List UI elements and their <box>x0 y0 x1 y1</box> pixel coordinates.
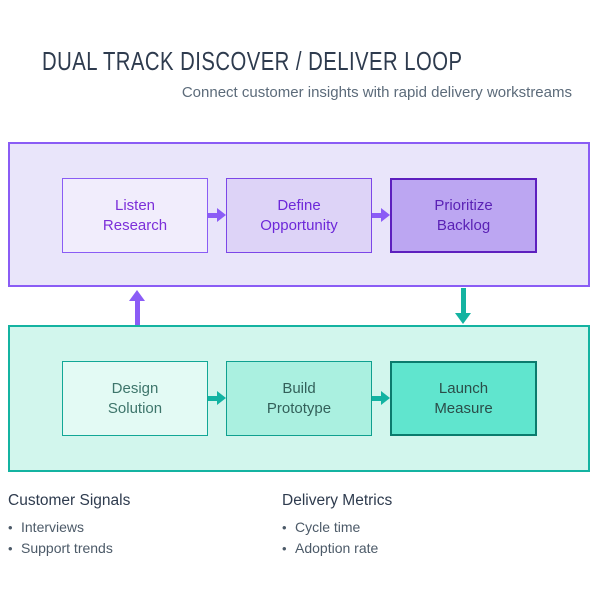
list-item: • Cycle time <box>282 517 392 538</box>
arrow-right-icon <box>208 391 226 405</box>
list-item: • Adoption rate <box>282 538 392 559</box>
list-item-label: Support trends <box>21 540 113 556</box>
node-design-solution: Design Solution <box>62 361 208 436</box>
delivery-metrics-section: Delivery Metrics • Cycle time • Adoption… <box>282 491 392 559</box>
node-define-opportunity: Define Opportunity <box>226 178 372 253</box>
node-label-line2: Opportunity <box>260 216 338 234</box>
arrow-head <box>129 290 145 301</box>
list-item-label: Adoption rate <box>295 540 379 556</box>
node-launch-measure: Launch Measure <box>390 361 537 436</box>
arrow-down-icon <box>455 288 471 324</box>
node-label-line1: Prioritize <box>434 196 493 214</box>
page-title: DUAL TRACK DISCOVER / DELIVER LOOP <box>42 46 463 76</box>
node-label-line2: Prototype <box>266 399 332 417</box>
arrow-shaft <box>134 300 140 325</box>
node-label-line1: Listen <box>114 196 156 214</box>
section-heading: Customer Signals <box>8 492 131 509</box>
arrow-head <box>217 208 226 222</box>
node-label-line2: Backlog <box>436 216 491 234</box>
page-subtitle: Connect customer insights with rapid del… <box>181 84 572 101</box>
arrow-head <box>381 208 390 222</box>
arrow-right-icon <box>372 391 390 405</box>
arrow-head <box>381 391 390 405</box>
arrow-shaft <box>460 288 466 314</box>
arrow-shaft <box>208 212 218 218</box>
node-prioritize-backlog: Prioritize Backlog <box>390 178 537 253</box>
node-label-line1: Design <box>111 379 159 397</box>
list-item: • Interviews <box>8 517 130 538</box>
arrow-shaft <box>372 212 382 218</box>
arrow-shaft <box>372 395 382 401</box>
arrow-shaft <box>208 395 218 401</box>
node-label-line1: Build <box>282 379 316 397</box>
node-listen-research: Listen Research <box>62 178 208 253</box>
arrow-up-icon <box>129 290 145 325</box>
node-label-line1: Launch <box>438 379 489 397</box>
discover-track-container: Listen Research Define Opportunity Prior… <box>8 142 590 287</box>
arrow-head <box>217 391 226 405</box>
node-build-prototype: Build Prototype <box>226 361 372 436</box>
node-label-line2: Research <box>102 216 168 234</box>
arrow-head <box>455 313 471 324</box>
node-label-line1: Define <box>277 196 321 214</box>
node-label-line2: Solution <box>107 399 163 417</box>
customer-signals-section: Customer Signals • Interviews • Support … <box>8 491 130 559</box>
bullet-icon: • <box>282 520 287 535</box>
arrow-right-icon <box>372 208 390 222</box>
arrow-right-icon <box>208 208 226 222</box>
list-item-label: Cycle time <box>295 519 361 535</box>
list-item: • Support trends <box>8 538 130 559</box>
section-heading: Delivery Metrics <box>282 492 393 509</box>
deliver-track-container: Design Solution Build Prototype Launch M… <box>8 325 590 472</box>
bullet-icon: • <box>8 520 13 535</box>
bullet-icon: • <box>8 541 13 556</box>
bullet-icon: • <box>282 541 287 556</box>
list-item-label: Interviews <box>21 519 85 535</box>
node-label-line2: Measure <box>434 399 493 417</box>
